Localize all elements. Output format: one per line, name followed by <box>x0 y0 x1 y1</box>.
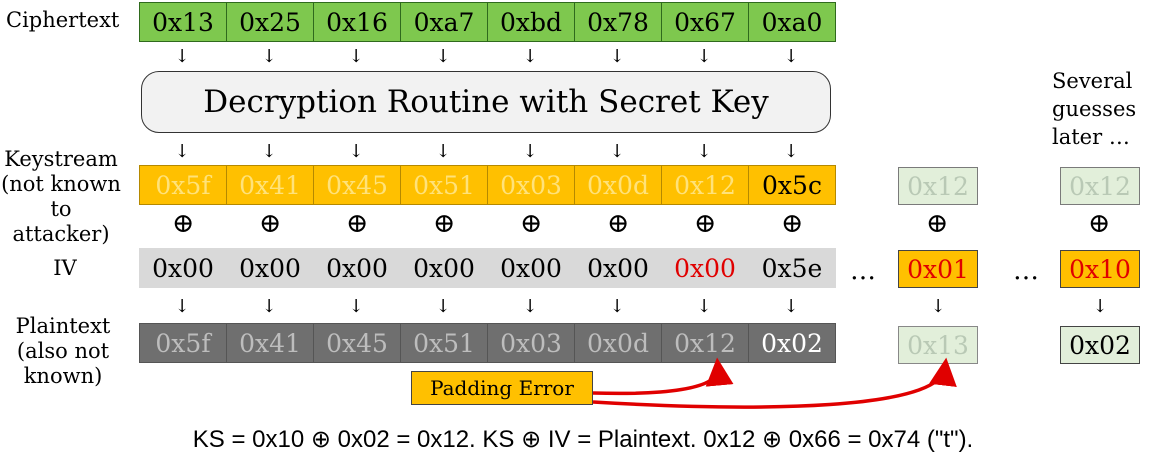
note-line: Several <box>1052 69 1133 93</box>
xor-symbol: ⊕ <box>606 208 630 239</box>
keystream-label-line: to attacker) <box>12 197 110 246</box>
down-arrow: ↓ <box>696 296 712 317</box>
keystream-byte: 0x12 <box>661 165 749 205</box>
guess2-plaintext-byte: 0x02 <box>1060 326 1140 364</box>
plaintext-byte: 0x51 <box>400 323 488 363</box>
down-arrow: ↓ <box>522 296 538 317</box>
down-arrow: ↓ <box>261 141 277 162</box>
xor-symbol: ⊕ <box>432 208 456 239</box>
iv-byte: 0x5e <box>748 248 836 288</box>
keystream-byte: 0x5f <box>139 165 227 205</box>
keystream-label-line: (not known <box>1 172 121 196</box>
down-arrow: ↓ <box>348 141 364 162</box>
ellipsis: … <box>850 256 876 286</box>
ciphertext-byte: 0x16 <box>313 2 401 42</box>
several-guesses-note: Several guesses later … <box>1052 67 1157 151</box>
guess1-keystream-byte: 0x12 <box>898 167 978 205</box>
ciphertext-label: Ciphertext <box>6 8 120 32</box>
keystream-byte: 0x03 <box>487 165 575 205</box>
ciphertext-byte: 0x25 <box>226 2 314 42</box>
down-arrow: ↓ <box>174 46 190 67</box>
iv-byte: 0x00 <box>574 248 662 288</box>
iv-byte: 0x00 <box>226 248 314 288</box>
xor-symbol: ⊕ <box>1087 208 1111 239</box>
xor-symbol: ⊕ <box>780 208 804 239</box>
plaintext-label: Plaintext (also not known) <box>8 314 118 389</box>
ciphertext-byte: 0xa0 <box>748 2 836 42</box>
plaintext-byte: 0x12 <box>661 323 749 363</box>
guess2-iv-byte: 0x10 <box>1060 250 1140 288</box>
down-arrow: ↓ <box>348 46 364 67</box>
keystream-byte: 0x41 <box>226 165 314 205</box>
ciphertext-byte: 0x13 <box>139 2 227 42</box>
down-arrow: ↓ <box>174 141 190 162</box>
down-arrow: ↓ <box>522 46 538 67</box>
ciphertext-byte: 0xa7 <box>400 2 488 42</box>
down-arrow: ↓ <box>783 296 799 317</box>
ciphertext-byte: 0xbd <box>487 2 575 42</box>
down-arrow: ↓ <box>435 46 451 67</box>
down-arrow: ↓ <box>348 296 364 317</box>
iv-byte: 0x00 <box>313 248 401 288</box>
error-arrow-to-current <box>592 357 734 396</box>
plaintext-byte-padding: 0x02 <box>748 323 836 363</box>
down-arrow: ↓ <box>609 296 625 317</box>
down-arrow: ↓ <box>174 296 190 317</box>
decryption-routine-box: Decryption Routine with Secret Key <box>141 71 831 133</box>
guess2-keystream-byte: 0x12 <box>1060 167 1140 205</box>
plaintext-byte: 0x41 <box>226 323 314 363</box>
down-arrow: ↓ <box>609 46 625 67</box>
xor-symbol: ⊕ <box>693 208 717 239</box>
plaintext-label-line: known) <box>23 364 103 388</box>
keystream-label-line: Keystream <box>4 147 118 171</box>
keystream-label: Keystream (not known to attacker) <box>0 147 122 247</box>
down-arrow: ↓ <box>261 296 277 317</box>
note-line: guesses <box>1052 97 1137 121</box>
keystream-byte: 0x0d <box>574 165 662 205</box>
ellipsis: … <box>1013 256 1039 286</box>
keystream-byte: 0x45 <box>313 165 401 205</box>
down-arrow: ↓ <box>522 141 538 162</box>
down-arrow: ↓ <box>435 296 451 317</box>
plaintext-byte: 0x03 <box>487 323 575 363</box>
down-arrow: ↓ <box>609 141 625 162</box>
plaintext-byte: 0x0d <box>574 323 662 363</box>
keystream-byte: 0x51 <box>400 165 488 205</box>
down-arrow: ↓ <box>696 46 712 67</box>
padding-error-box: Padding Error <box>411 371 593 405</box>
guess1-plaintext-byte: 0x13 <box>898 326 978 364</box>
down-arrow: ↓ <box>930 296 946 317</box>
caption: KS = 0x10 ⊕ 0x02 = 0x12. KS ⊕ IV = Plain… <box>192 426 974 453</box>
keystream-byte-known: 0x5c <box>748 165 836 205</box>
iv-label: IV <box>53 256 77 280</box>
down-arrow: ↓ <box>435 141 451 162</box>
down-arrow: ↓ <box>783 141 799 162</box>
ciphertext-byte: 0x67 <box>661 2 749 42</box>
down-arrow: ↓ <box>261 46 277 67</box>
iv-byte: 0x00 <box>139 248 227 288</box>
down-arrow: ↓ <box>696 141 712 162</box>
xor-symbol: ⊕ <box>519 208 543 239</box>
down-arrow: ↓ <box>783 46 799 67</box>
iv-byte: 0x00 <box>400 248 488 288</box>
guess1-iv-byte: 0x01 <box>898 250 978 288</box>
xor-symbol: ⊕ <box>258 208 282 239</box>
plaintext-byte: 0x5f <box>139 323 227 363</box>
xor-symbol: ⊕ <box>925 208 949 239</box>
plaintext-label-line: Plaintext <box>15 314 111 338</box>
xor-symbol: ⊕ <box>171 208 195 239</box>
error-arrow-to-guess <box>592 357 957 409</box>
down-arrow: ↓ <box>1092 296 1108 317</box>
xor-symbol: ⊕ <box>345 208 369 239</box>
plaintext-label-line: (also not <box>16 339 110 363</box>
ciphertext-byte: 0x78 <box>574 2 662 42</box>
iv-byte-target: 0x00 <box>661 248 749 288</box>
plaintext-byte: 0x45 <box>313 323 401 363</box>
note-line: later … <box>1052 125 1130 149</box>
iv-byte: 0x00 <box>487 248 575 288</box>
